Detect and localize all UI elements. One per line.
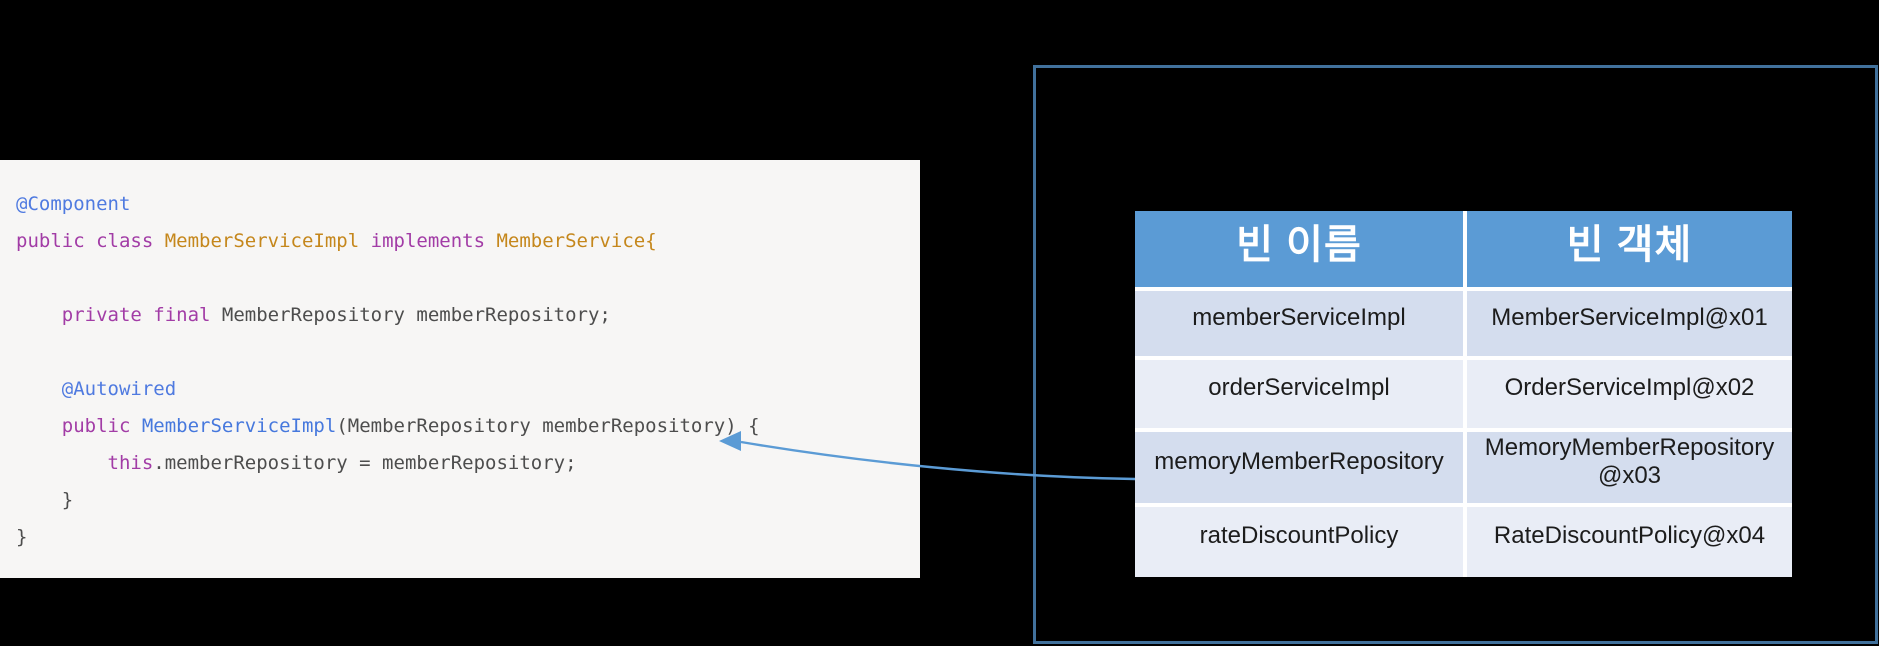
code-token: private final bbox=[61, 304, 222, 326]
code-line: private final MemberRepository memberRep… bbox=[16, 297, 760, 334]
bean-object-cell: MemberServiceImpl@x01 bbox=[1467, 291, 1792, 356]
code-token: } bbox=[16, 526, 28, 548]
bean-name-cell: memoryMemberRepository bbox=[1135, 432, 1463, 503]
code-token bbox=[16, 304, 62, 326]
code-token bbox=[359, 230, 370, 252]
code-token: MemberServiceImpl bbox=[164, 230, 360, 252]
code-token: public class bbox=[16, 230, 165, 252]
bean-name-cell: orderServiceImpl bbox=[1135, 360, 1463, 428]
code-token: this bbox=[107, 452, 154, 474]
bean-name-cell: memberServiceImpl bbox=[1135, 291, 1463, 356]
code-line bbox=[16, 260, 760, 297]
code-token: } bbox=[16, 489, 74, 511]
code-line: @Autowired bbox=[16, 371, 760, 408]
code-token bbox=[16, 452, 108, 474]
code-token: implements bbox=[370, 230, 486, 252]
code-token: MemberService{ bbox=[496, 230, 657, 252]
code-line: public class MemberServiceImpl implement… bbox=[16, 223, 760, 260]
code-token bbox=[16, 378, 62, 400]
code-line: } bbox=[16, 482, 760, 519]
code-token bbox=[16, 415, 62, 437]
code-token: @Component bbox=[16, 193, 131, 215]
bean-table-header-name: 빈 이름 bbox=[1135, 211, 1463, 287]
code-block: @Component public class MemberServiceImpl… bbox=[16, 186, 760, 556]
bean-name-cell: rateDiscountPolicy bbox=[1135, 507, 1463, 577]
spring-container-frame bbox=[1033, 65, 1878, 644]
code-token: .memberRepository = memberRepository; bbox=[153, 452, 577, 474]
code-token bbox=[485, 230, 496, 252]
code-token: (MemberRepository memberRepository) { bbox=[336, 415, 760, 437]
code-line: } bbox=[16, 519, 760, 556]
code-panel: @Component public class MemberServiceImpl… bbox=[0, 160, 920, 578]
code-line bbox=[16, 334, 760, 371]
bean-table-header-object: 빈 객체 bbox=[1467, 211, 1792, 287]
bean-object-cell: OrderServiceImpl@x02 bbox=[1467, 360, 1792, 428]
code-token: MemberServiceImpl bbox=[141, 415, 337, 437]
code-line: this.memberRepository = memberRepository… bbox=[16, 445, 760, 482]
code-token: @Autowired bbox=[61, 378, 177, 400]
code-line: @Component bbox=[16, 186, 760, 223]
code-token: public bbox=[61, 415, 142, 437]
bean-object-cell: RateDiscountPolicy@x04 bbox=[1467, 507, 1792, 577]
code-line: public MemberServiceImpl(MemberRepositor… bbox=[16, 408, 760, 445]
bean-object-cell: MemoryMemberRepository @x03 bbox=[1467, 432, 1792, 503]
code-token: MemberRepository memberRepository; bbox=[221, 304, 611, 326]
